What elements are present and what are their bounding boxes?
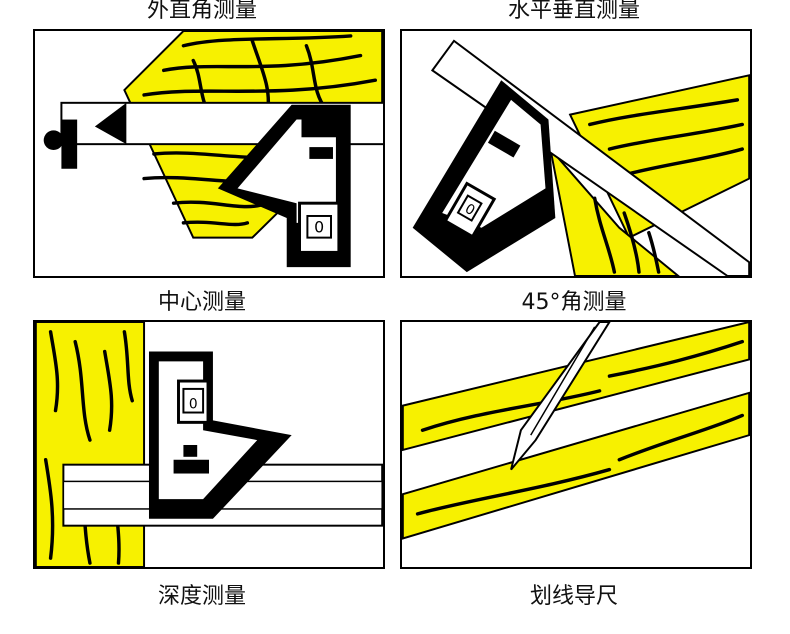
caption-depth: 深度测量 (157, 584, 246, 609)
panel-level-plumb: 0 (400, 29, 752, 278)
outside-square-illustration: 0 (43, 31, 383, 268)
caption-scribing: 划线导尺 (529, 584, 618, 609)
caption-center: 中心测量 (157, 290, 246, 315)
dial-digit-3: 0 (189, 397, 198, 413)
caption-outside-square: 外直角测量 (146, 0, 257, 23)
dial-digit-1: 0 (314, 218, 324, 237)
scribing-illustration (402, 322, 750, 540)
caption-45-degree: 45°角测量 (521, 290, 627, 315)
panel-scribing (400, 320, 752, 569)
level-plumb-illustration: 0 (412, 39, 750, 276)
panel-outside-square: 0 (33, 29, 385, 278)
panel-center: 0 (33, 320, 385, 569)
center-illustration: 0 (35, 322, 383, 567)
caption-level-plumb: 水平垂直测量 (507, 0, 640, 23)
